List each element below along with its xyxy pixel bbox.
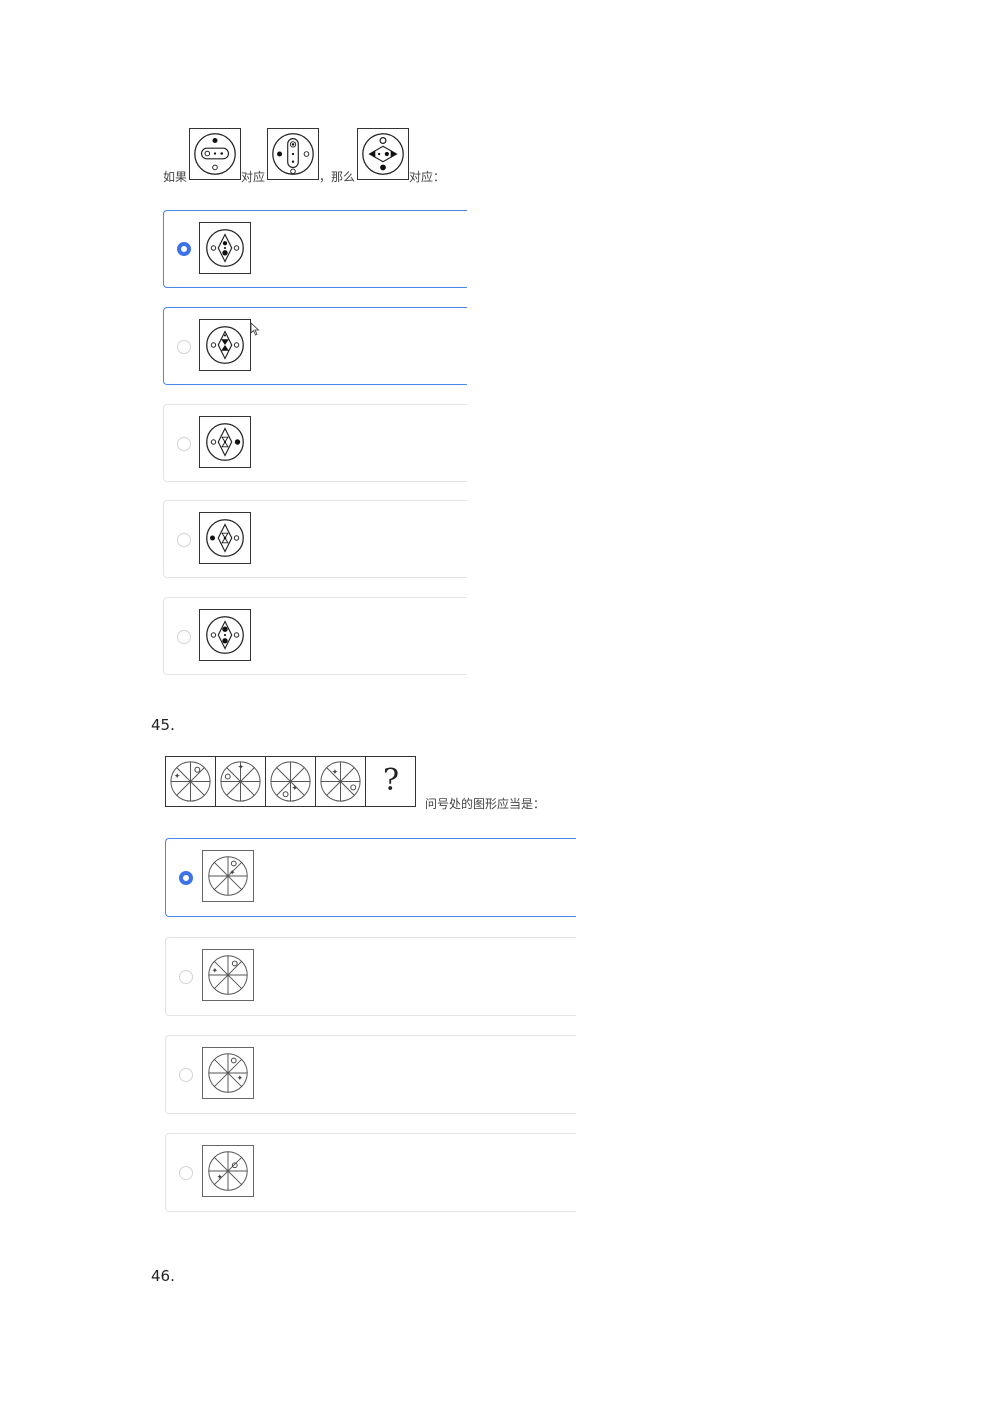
- q44-prompt-if: 如果: [163, 170, 188, 184]
- q45-sequence-figure-4: ✦: [316, 757, 366, 806]
- q44-given-figure-2: [267, 128, 319, 180]
- q45-option-4-figure: ✦: [202, 1145, 254, 1197]
- q44-prompt-corresponds-2: 对应：: [409, 170, 446, 184]
- q44-option-2[interactable]: [163, 307, 467, 385]
- q45-option-1-figure: ✦: [202, 850, 254, 902]
- svg-text:✦: ✦: [237, 1074, 244, 1083]
- q44-prompt-corresponds-1: 对应: [241, 170, 266, 184]
- q45-figure-sequence: ✦ ✦ ✦ ✦: [165, 756, 416, 807]
- q45-question-mark: ?: [382, 763, 400, 798]
- q45-option-2-radio[interactable]: [179, 970, 193, 984]
- q44-option-3-radio[interactable]: [177, 437, 191, 451]
- q44-option-2-radio[interactable]: [177, 340, 191, 354]
- q45-option-4[interactable]: ✦: [165, 1133, 576, 1212]
- q44-prompt-then: ，那么: [319, 170, 356, 184]
- q44-option-1-radio[interactable]: [177, 242, 191, 256]
- q45-option-2[interactable]: ✦: [165, 937, 576, 1016]
- svg-text:✦: ✦: [238, 763, 245, 772]
- q45-sequence-figure-2: ✦: [216, 757, 266, 806]
- q45-option-2-figure: ✦: [202, 949, 254, 1001]
- q45-prompt: 问号处的图形应当是：: [425, 797, 546, 811]
- q45-option-1-radio[interactable]: [179, 871, 193, 885]
- svg-text:✦: ✦: [229, 868, 236, 877]
- q44-option-5-figure: [199, 609, 251, 661]
- q44-option-2-figure: [199, 319, 251, 371]
- q45-option-3-radio[interactable]: [179, 1068, 193, 1082]
- q45-number: 45.: [151, 716, 175, 734]
- q44-given-figure-3: [357, 128, 409, 180]
- svg-text:✦: ✦: [216, 1173, 223, 1182]
- q44-option-1[interactable]: [163, 210, 467, 288]
- q44-option-4-figure: [199, 512, 251, 564]
- q45-option-1[interactable]: ✦: [165, 838, 576, 917]
- q45-option-3-figure: ✦: [202, 1047, 254, 1099]
- q44-option-5[interactable]: [163, 597, 467, 675]
- svg-text:✦: ✦: [212, 966, 219, 975]
- q45-sequence-figure-1: ✦: [166, 757, 216, 806]
- q45-option-4-radio[interactable]: [179, 1166, 193, 1180]
- q44-option-1-figure: [199, 222, 251, 274]
- q46-number: 46.: [151, 1267, 175, 1285]
- q44-option-4[interactable]: [163, 500, 467, 578]
- svg-text:✦: ✦: [332, 768, 339, 777]
- q45-option-3[interactable]: ✦: [165, 1035, 576, 1114]
- q44-option-4-radio[interactable]: [177, 533, 191, 547]
- mouse-cursor-icon: [250, 322, 260, 336]
- q44-option-5-radio[interactable]: [177, 630, 191, 644]
- q44-given-figure-1: [189, 128, 241, 180]
- svg-text:✦: ✦: [291, 783, 298, 792]
- q44-option-3-figure: [199, 416, 251, 468]
- svg-text:✦: ✦: [174, 772, 181, 781]
- q44-option-3[interactable]: [163, 404, 467, 482]
- q45-sequence-figure-3: ✦: [266, 757, 316, 806]
